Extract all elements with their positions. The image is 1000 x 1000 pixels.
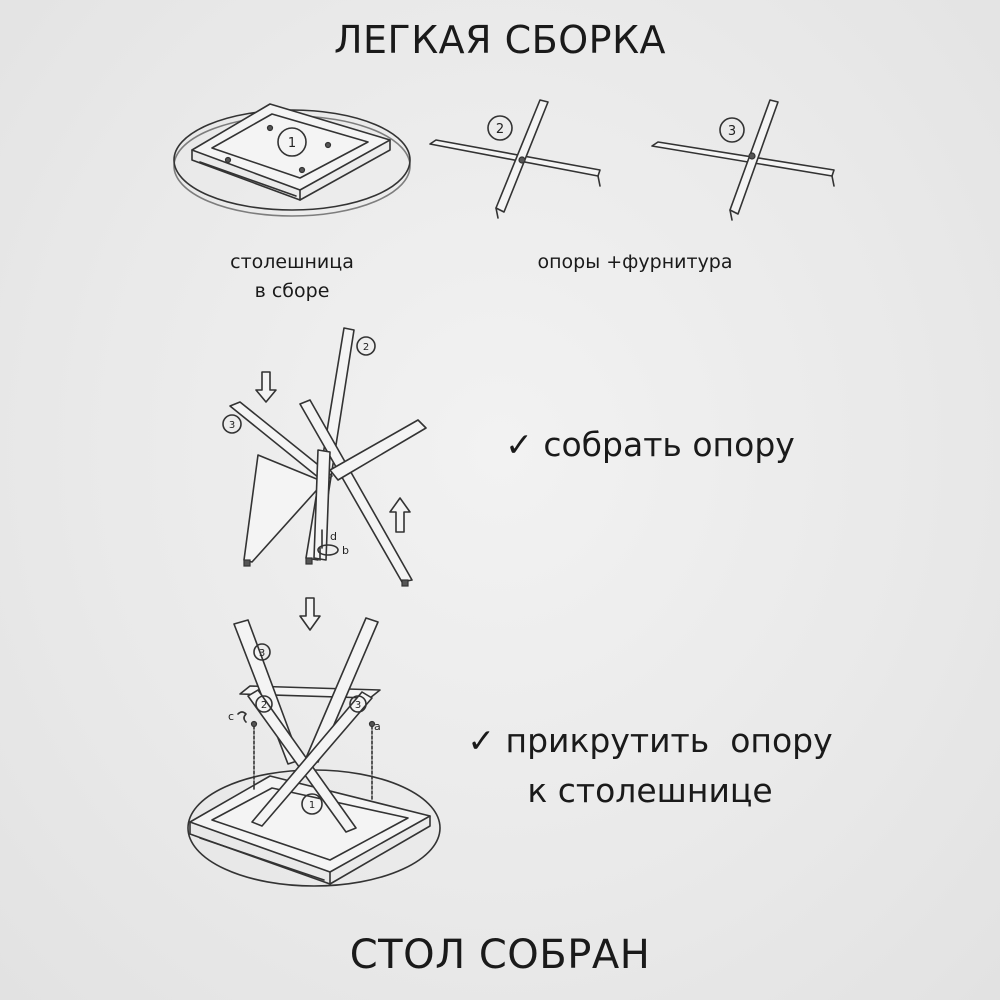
arrow-down-icon xyxy=(255,371,277,403)
page-title: ЛЕГКАЯ СБОРКА xyxy=(333,18,667,62)
svg-text:1: 1 xyxy=(309,800,315,811)
leg-part-3-illustration: 3 xyxy=(651,99,835,221)
arrow-up-icon xyxy=(389,497,411,533)
hardware-label-b: b xyxy=(342,544,349,557)
svg-text:3: 3 xyxy=(259,648,265,659)
result-title: СТОЛ СОБРАН xyxy=(349,932,651,978)
svg-text:2: 2 xyxy=(261,700,267,711)
attach-base-illustration: 1 3 2 3 c a xyxy=(187,597,441,887)
leg-part-2-illustration: 2 xyxy=(429,99,601,219)
step-assemble-base: ✓ собрать опору xyxy=(505,425,795,464)
svg-text:3: 3 xyxy=(355,700,361,711)
part-number-2: 2 xyxy=(496,122,504,137)
svg-text:3: 3 xyxy=(229,420,235,431)
step-attach-base: ✓ прикрутить опору к столешнице xyxy=(440,716,860,816)
arrow-down-icon xyxy=(299,597,321,631)
svg-text:2: 2 xyxy=(363,342,369,353)
assemble-base-illustration: 2 3 d b xyxy=(222,327,427,587)
part-number-3: 3 xyxy=(728,124,736,139)
tabletop-illustration: 1 xyxy=(173,103,411,217)
step-attach-line2: к столешнице xyxy=(527,771,773,810)
tabletop-caption-line1: столешница xyxy=(230,251,354,273)
tabletop-caption-line2: в сборе xyxy=(254,280,330,302)
legs-caption: опоры +фурнитура xyxy=(537,251,733,273)
tabletop-caption: столешница в сборе xyxy=(192,248,392,306)
hardware-label-c: c xyxy=(228,710,234,723)
step-attach-line1: ✓ прикрутить опору xyxy=(467,721,833,760)
hardware-label-a: a xyxy=(374,720,381,733)
hardware-label-d: d xyxy=(330,530,337,543)
part-number-1: 1 xyxy=(288,136,296,151)
